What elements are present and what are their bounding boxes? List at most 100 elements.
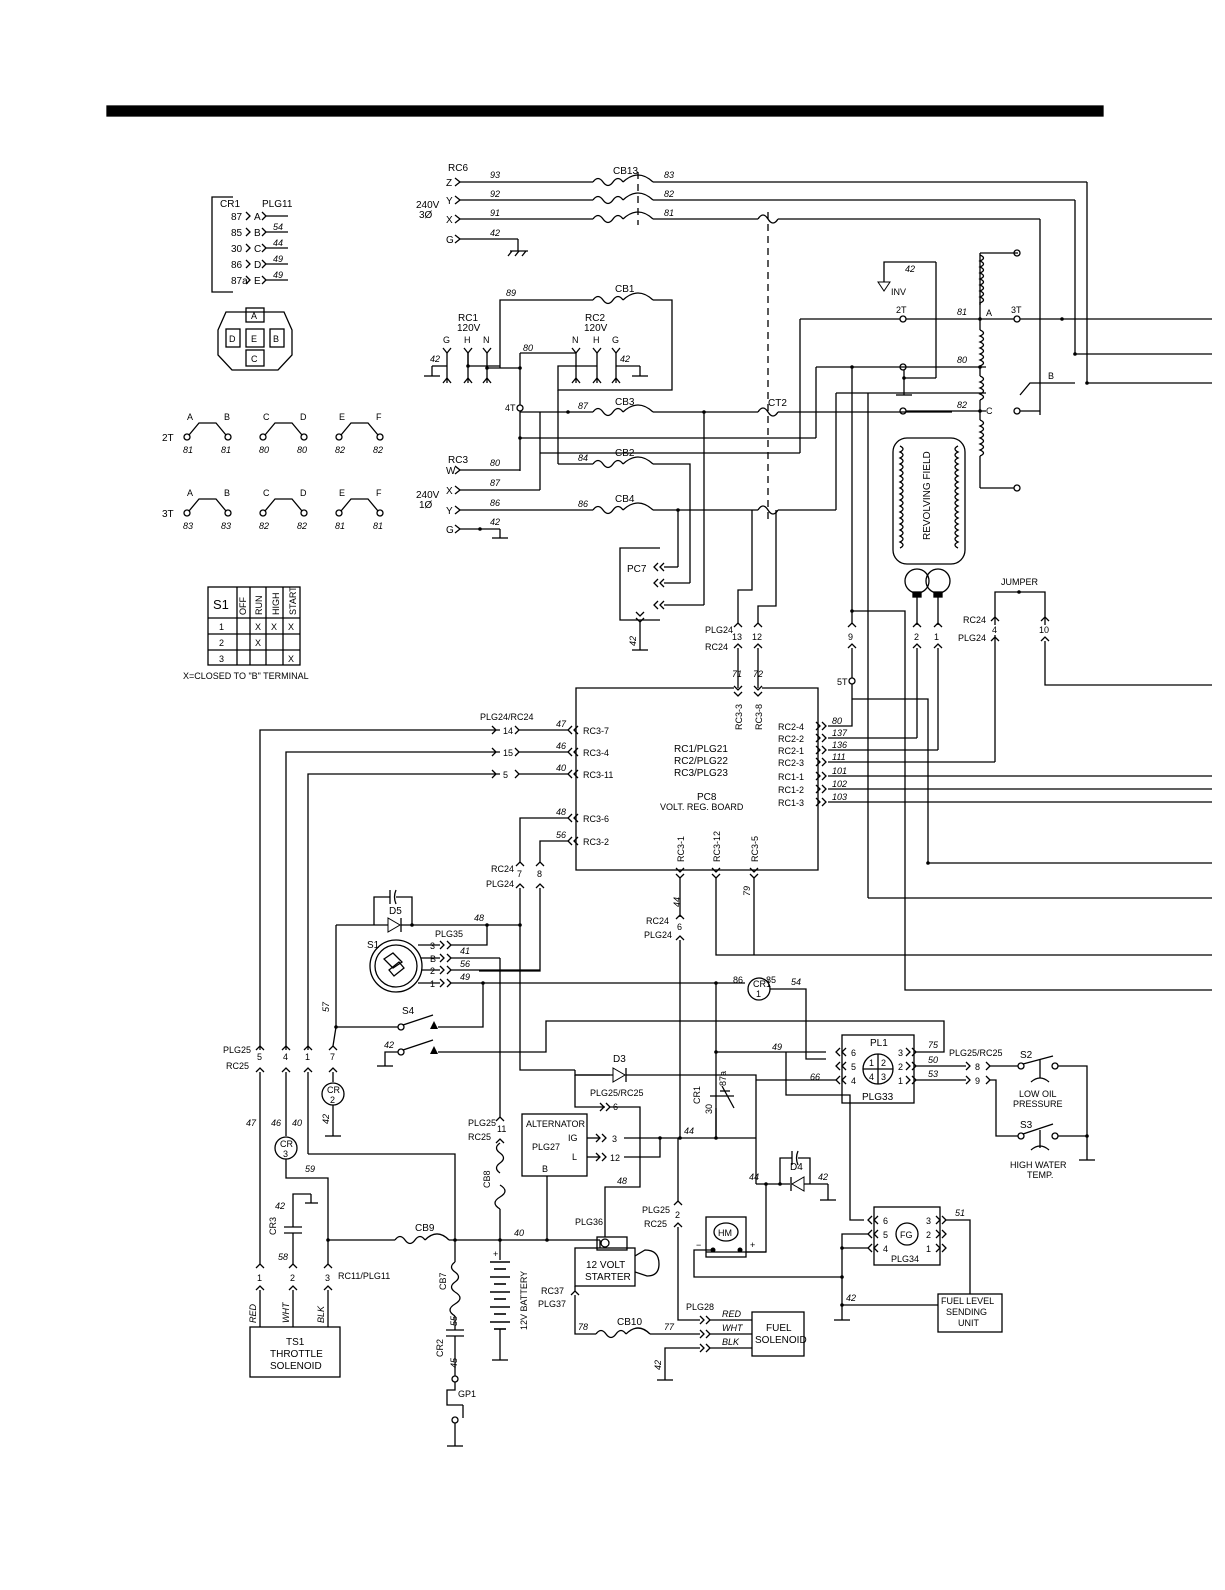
svg-text:WHT: WHT xyxy=(281,1301,291,1323)
svg-text:89: 89 xyxy=(506,288,516,298)
svg-text:RC3/PLG23: RC3/PLG23 xyxy=(674,768,728,779)
svg-text:42: 42 xyxy=(430,354,440,364)
svg-text:S1: S1 xyxy=(367,940,380,951)
svg-text:81: 81 xyxy=(957,307,967,317)
svg-text:87a: 87a xyxy=(718,1071,728,1086)
svg-text:2: 2 xyxy=(290,1273,295,1283)
svg-text:2: 2 xyxy=(926,1230,931,1240)
svg-text:2: 2 xyxy=(898,1062,903,1072)
switch-wire: 82 xyxy=(297,521,307,531)
s1-row-number: 2 xyxy=(219,638,224,648)
svg-text:B: B xyxy=(542,1164,548,1174)
svg-text:W: W xyxy=(446,466,456,477)
svg-text:RC25: RC25 xyxy=(226,1061,249,1071)
svg-text:4: 4 xyxy=(992,625,997,635)
cr1-socket: A xyxy=(254,212,261,223)
board-pin-label: RC3-2 xyxy=(583,837,609,847)
svg-text:CB13: CB13 xyxy=(613,166,638,177)
s1-key-switch: S1 PLG35 3 B 2 1 41 56 49 xyxy=(367,925,718,993)
revolving-field: REVOLVING FIELD xyxy=(892,437,966,598)
svg-text:12: 12 xyxy=(752,632,762,642)
svg-text:54: 54 xyxy=(791,977,801,987)
svg-text:D5: D5 xyxy=(389,906,402,917)
svg-text:STARTER: STARTER xyxy=(585,1272,631,1283)
svg-text:86: 86 xyxy=(578,499,588,509)
svg-text:IG: IG xyxy=(568,1133,578,1143)
svg-text:RC25: RC25 xyxy=(644,1219,667,1229)
stator-windings: 3T A C B xyxy=(978,249,1075,492)
svg-text:4: 4 xyxy=(283,1052,288,1062)
svg-text:Y: Y xyxy=(446,506,453,517)
svg-text:X: X xyxy=(446,215,453,226)
svg-text:Z: Z xyxy=(446,178,452,189)
s1-cell: X xyxy=(288,654,294,664)
svg-text:1: 1 xyxy=(926,1244,931,1254)
svg-text:SENDING: SENDING xyxy=(946,1307,987,1317)
svg-text:12V BATTERY: 12V BATTERY xyxy=(519,1271,529,1330)
svg-text:8: 8 xyxy=(975,1062,980,1072)
svg-text:FG: FG xyxy=(900,1230,913,1240)
svg-text:42: 42 xyxy=(275,1201,285,1211)
ts1-throttle-solenoid: 1 2 3 RC11/PLG11 RED WHT BLK TS1 THROTTL… xyxy=(248,1263,390,1378)
svg-text:C: C xyxy=(251,354,258,364)
s1-table-title: S1 xyxy=(213,597,229,612)
svg-text:42: 42 xyxy=(384,1040,394,1050)
cr1-title: CR1 xyxy=(220,199,240,210)
s1-cell: X xyxy=(271,622,277,632)
pl1-plg33: PL1 PLG33 1 2 4 3 6 5 4 3 2 1 xyxy=(835,1034,917,1104)
svg-text:RC24: RC24 xyxy=(963,615,986,625)
svg-text:48: 48 xyxy=(617,1176,627,1186)
starter-12v: PLG36 12 VOLT STARTER xyxy=(574,1217,660,1287)
pc7-board: PC7 42 xyxy=(619,547,704,651)
cr1-plug: PLG11 xyxy=(262,199,293,210)
switch-wire: 82 xyxy=(259,521,269,531)
svg-text:80: 80 xyxy=(523,343,533,353)
board-wire: 136 xyxy=(832,740,847,750)
svg-text:75: 75 xyxy=(928,1040,939,1050)
cr1-wire: 54 xyxy=(273,222,283,232)
svg-text:40: 40 xyxy=(292,1118,302,1128)
board-pin-label: RC3-7 xyxy=(583,726,609,736)
rc1-rc2-receptacles: RC1 120V RC2 120V G H N N H G 42 42 8 xyxy=(424,284,673,405)
svg-text:PLG24/RC24: PLG24/RC24 xyxy=(480,712,534,722)
svg-text:H: H xyxy=(593,335,600,345)
svg-text:B: B xyxy=(430,954,436,964)
svg-text:PRESSURE: PRESSURE xyxy=(1013,1099,1063,1109)
svg-text:55: 55 xyxy=(449,1315,459,1326)
svg-text:6: 6 xyxy=(883,1216,888,1226)
svg-text:TS1: TS1 xyxy=(286,1337,305,1348)
svg-text:82: 82 xyxy=(957,400,967,410)
svg-text:48: 48 xyxy=(474,913,484,923)
board-wire: 48 xyxy=(556,807,566,817)
svg-text:CB7: CB7 xyxy=(438,1272,448,1290)
svg-text:9: 9 xyxy=(848,632,853,642)
svg-text:6: 6 xyxy=(677,922,682,932)
svg-text:3: 3 xyxy=(881,1072,886,1082)
svg-text:G: G xyxy=(443,335,450,345)
board-wire: 80 xyxy=(832,716,842,726)
svg-text:8: 8 xyxy=(537,869,542,879)
svg-text:S3: S3 xyxy=(1020,1120,1033,1131)
switch-terminal: F xyxy=(376,488,382,498)
svg-text:RC24: RC24 xyxy=(491,864,514,874)
s4-switch: S4 42 xyxy=(334,983,945,1067)
cr1-contacts: 87a 30 CR1 xyxy=(692,983,826,1138)
svg-text:42: 42 xyxy=(620,354,630,364)
svg-text:45: 45 xyxy=(449,1357,459,1368)
svg-text:42: 42 xyxy=(490,517,500,527)
svg-text:86: 86 xyxy=(490,498,500,508)
svg-text:CB1: CB1 xyxy=(615,284,635,295)
board-wire: 103 xyxy=(832,792,847,802)
svg-text:3T: 3T xyxy=(1011,305,1022,315)
svg-text:3Ø: 3Ø xyxy=(419,210,433,221)
svg-text:42: 42 xyxy=(905,264,915,274)
svg-text:SOLENOID: SOLENOID xyxy=(755,1335,807,1346)
svg-text:RC24: RC24 xyxy=(705,642,728,652)
svg-text:1: 1 xyxy=(305,1052,310,1062)
board-wire: 79 xyxy=(742,886,752,896)
svg-text:78: 78 xyxy=(578,1322,588,1332)
svg-text:44: 44 xyxy=(749,1172,759,1182)
svg-text:S2: S2 xyxy=(1020,1050,1033,1061)
svg-text:82: 82 xyxy=(664,189,674,199)
